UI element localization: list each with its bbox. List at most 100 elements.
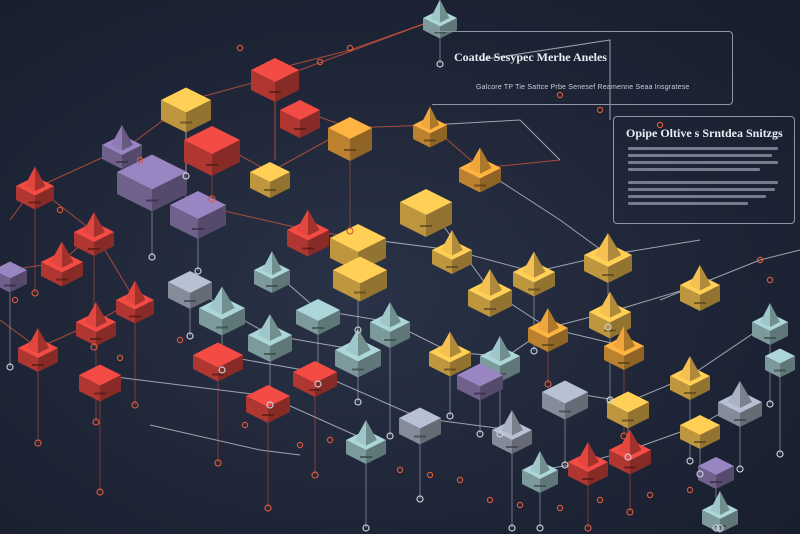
node-side-right — [218, 355, 243, 382]
connector-dots — [6, 44, 784, 532]
connector-dot — [624, 453, 632, 461]
node-pyramid-right — [608, 233, 622, 262]
node-pyramid-left — [209, 286, 222, 315]
node-pyramid-left — [477, 269, 490, 297]
node-side-left — [680, 285, 700, 311]
node-pyramid-left — [613, 326, 624, 352]
node-top — [170, 191, 226, 219]
node-pyramid-left — [679, 356, 690, 382]
node-top — [246, 385, 290, 407]
paragraph-line — [628, 154, 772, 157]
connector-dot — [544, 380, 552, 388]
node-side-left — [702, 510, 720, 533]
network-node — [459, 147, 501, 193]
connector-dot — [326, 436, 334, 444]
network-node — [542, 380, 588, 420]
node-label-mark — [542, 344, 554, 346]
node-pyramid-right — [272, 251, 282, 275]
network-node — [399, 407, 441, 445]
connection-line — [479, 167, 609, 256]
connector-dot — [176, 336, 184, 344]
connector-dot — [31, 289, 39, 297]
connector-dot — [90, 343, 98, 351]
node-side-right — [135, 300, 154, 324]
node-top — [184, 126, 240, 154]
connector-dot — [96, 488, 104, 496]
node-pyramid-right — [588, 442, 599, 468]
connection-line — [479, 284, 701, 376]
network-node — [168, 271, 212, 309]
info-panel-right: Opipe Oltive s Srntdea Snitzgs — [613, 116, 795, 224]
node-side-right — [10, 270, 27, 293]
node-pyramid-right — [610, 291, 622, 318]
connector-dot — [508, 524, 516, 532]
node-pyramid-right — [452, 230, 463, 256]
node-pyramid-right — [540, 451, 550, 475]
connector-dot — [584, 524, 592, 532]
node-side-left — [193, 355, 218, 382]
connector-dot — [264, 504, 272, 512]
network-node — [607, 391, 649, 429]
node-top — [161, 87, 211, 113]
connector-dot — [516, 501, 524, 509]
node-pyramid-right — [450, 331, 462, 358]
paragraph-line — [628, 188, 775, 191]
connector-dot — [656, 121, 664, 129]
node-label-mark — [384, 339, 396, 341]
network-node — [170, 191, 226, 239]
node-label-mark — [264, 353, 276, 355]
connector-dot — [436, 60, 444, 68]
node-pyramid-left — [124, 280, 135, 306]
connector-dot — [131, 401, 139, 409]
node-pyramid-left — [430, 0, 440, 23]
network-node — [293, 361, 337, 397]
node-pyramid-left — [598, 291, 610, 318]
node-pyramid-right — [630, 429, 642, 456]
node-side-right — [610, 312, 631, 339]
connector-dot — [386, 432, 394, 440]
node-top — [400, 189, 452, 215]
node-side-right — [152, 172, 187, 212]
node-side-left — [170, 205, 198, 239]
node-pyramid-left — [501, 410, 512, 436]
connector-dot — [686, 457, 694, 465]
node-side-left — [250, 172, 270, 198]
network-node — [346, 420, 386, 464]
connector-dot — [530, 347, 538, 355]
node-pyramid-right — [720, 491, 730, 515]
connection-line — [429, 119, 561, 161]
node-label-mark — [352, 368, 364, 371]
connector-dot — [686, 486, 694, 494]
node-pyramid-left — [24, 166, 35, 192]
node-pyramid-left — [577, 442, 588, 468]
connector-dot — [266, 401, 274, 409]
node-side-left — [399, 418, 420, 445]
node-label-mark — [684, 392, 696, 394]
connector-dot — [56, 206, 64, 214]
node-label-mark — [618, 362, 630, 364]
connector-dot — [316, 58, 324, 66]
node-side-left — [589, 312, 610, 339]
node-label-mark — [116, 161, 128, 163]
node-top — [280, 100, 320, 120]
network-node — [76, 302, 116, 346]
node-side-right — [780, 356, 795, 378]
node-label-mark — [262, 414, 274, 416]
network-node — [423, 0, 457, 39]
connector-dot — [486, 496, 494, 504]
network-node — [432, 230, 472, 274]
network-node — [296, 299, 340, 335]
node-pyramid-right — [624, 326, 635, 352]
node-label-mark — [29, 201, 41, 204]
network-node — [584, 233, 632, 283]
node-side-right — [720, 510, 738, 533]
node-side-left — [752, 322, 770, 345]
network-node — [370, 302, 410, 348]
node-side-left — [522, 470, 540, 493]
connector-dot — [136, 156, 144, 164]
node-side-right — [490, 290, 512, 317]
node-side-right — [500, 356, 520, 382]
node-label-mark — [266, 285, 278, 287]
connector-dot — [556, 91, 564, 99]
